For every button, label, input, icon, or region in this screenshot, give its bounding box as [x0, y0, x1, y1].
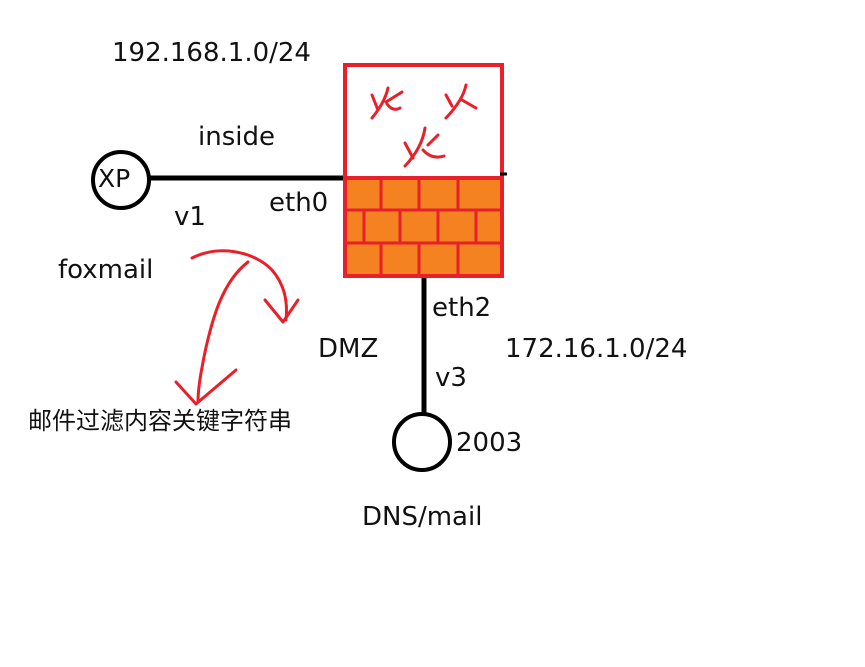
xp-node-circle — [91, 150, 151, 210]
annotation-arrows — [174, 249, 300, 406]
dmz-subnet-label: 172.16.1.0/24 — [505, 334, 688, 364]
flame-icon — [370, 83, 478, 168]
brick-wall — [343, 176, 504, 278]
inside-zone-label: inside — [198, 122, 275, 152]
inside-subnet-label: 192.168.1.0/24 — [112, 38, 311, 68]
foxmail-label: foxmail — [58, 255, 154, 285]
xp-node-label: XP — [98, 164, 131, 193]
eth2-label: eth2 — [432, 293, 492, 323]
server-role-label: DNS/mail — [362, 502, 483, 532]
v3-label: v3 — [435, 363, 467, 393]
v1-label: v1 — [174, 202, 206, 232]
server-version-label: 2003 — [456, 428, 523, 458]
server-node-circle — [392, 412, 452, 472]
annotation-label: 邮件过滤内容关键字符串 — [28, 407, 292, 435]
dmz-zone-label: DMZ — [318, 334, 379, 364]
eth0-label: eth0 — [269, 188, 329, 218]
